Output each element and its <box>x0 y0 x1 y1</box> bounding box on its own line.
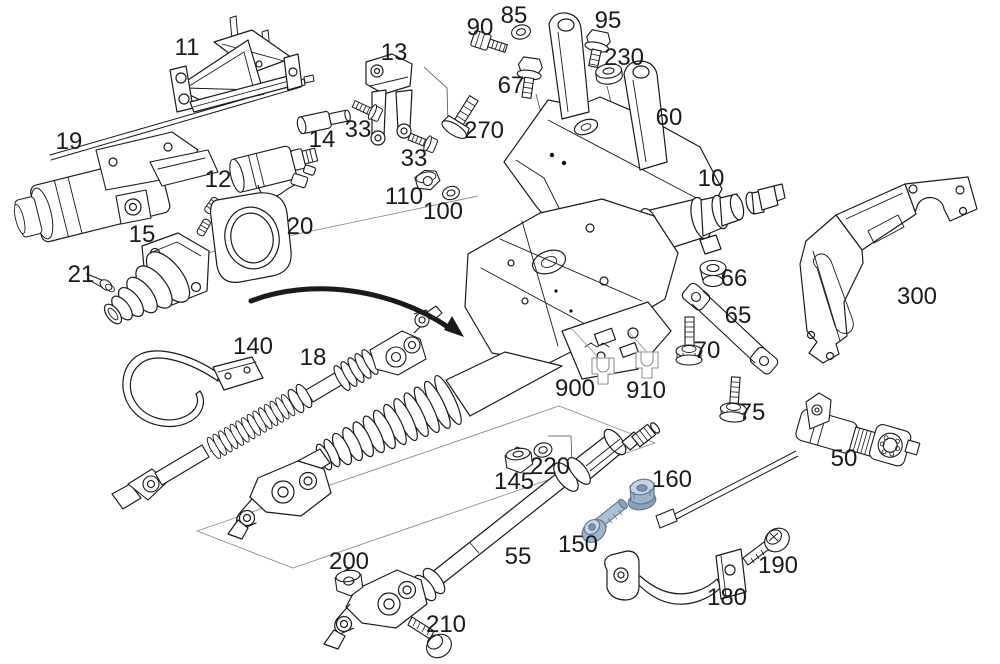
part-160-nut-highlighted <box>627 478 657 511</box>
part-label-160-highlighted[interactable]: 160 <box>652 466 692 493</box>
part-label-15[interactable]: 15 <box>129 221 156 248</box>
part-label-18[interactable]: 18 <box>300 344 327 371</box>
part-label-11[interactable]: 11 <box>175 34 200 61</box>
part-95-bolt <box>584 29 611 69</box>
part-145-nut <box>504 446 534 474</box>
part-label-66[interactable]: 66 <box>721 265 748 292</box>
part-910-clip <box>626 329 659 379</box>
part-18-intermediate-shaft <box>111 305 443 510</box>
part-33-screw-upper <box>351 99 384 122</box>
part-19-motor <box>13 74 315 243</box>
part-label-70[interactable]: 70 <box>694 337 721 364</box>
part-13-bracket <box>365 53 413 146</box>
part-140-hook <box>122 350 264 428</box>
part-100-washer <box>442 185 460 201</box>
part-label-180[interactable]: 180 <box>707 584 747 611</box>
part-label-50[interactable]: 50 <box>831 445 858 472</box>
part-label-220[interactable]: 220 <box>530 453 570 480</box>
part-label-200[interactable]: 200 <box>329 548 369 575</box>
part-200-nut <box>334 568 364 597</box>
part-label-67[interactable]: 67 <box>498 72 525 99</box>
part-67-bolt <box>516 56 543 99</box>
part-label-12[interactable]: 12 <box>205 166 232 193</box>
part-label-140[interactable]: 140 <box>233 333 273 360</box>
part-label-110[interactable]: 110 <box>385 183 423 210</box>
part-11-bracket <box>169 15 303 113</box>
part-110-nut <box>414 169 441 191</box>
part-20-seal-ring <box>196 192 292 284</box>
part-33-screw-lower <box>407 132 439 153</box>
part-label-90[interactable]: 90 <box>467 14 494 41</box>
part-label-33[interactable]: 33 <box>345 116 372 143</box>
part-label-19[interactable]: 19 <box>56 128 83 155</box>
part-180-bracket <box>604 548 747 605</box>
part-label-55[interactable]: 55 <box>505 543 532 570</box>
part-75-bolt <box>719 376 747 423</box>
part-label-65[interactable]: 65 <box>725 302 752 329</box>
part-label-21[interactable]: 21 <box>68 261 95 288</box>
part-270-bolt <box>441 94 479 139</box>
part-65-link <box>681 282 779 375</box>
part-150-bolt-highlighted <box>581 498 628 543</box>
part-210-bolt <box>407 616 452 659</box>
part-label-10[interactable]: 10 <box>698 165 725 192</box>
part-66-grommet <box>699 259 727 288</box>
part-230-washer <box>595 63 623 85</box>
part-300-bracket <box>799 176 978 364</box>
part-label-300[interactable]: 300 <box>897 283 937 310</box>
part-label-95[interactable]: 95 <box>595 7 622 34</box>
part-label-145[interactable]: 145 <box>494 468 534 495</box>
part-60-bracket <box>503 12 723 238</box>
part-label-13[interactable]: 13 <box>381 39 408 66</box>
part-900-clip <box>569 326 615 385</box>
part-190-bolt <box>742 527 790 566</box>
part-label-75[interactable]: 75 <box>739 399 766 426</box>
part-label-900[interactable]: 900 <box>555 375 595 402</box>
part-label-210[interactable]: 210 <box>426 611 466 638</box>
part-label-270[interactable]: 270 <box>464 117 504 144</box>
part-14-sleeve <box>296 109 351 135</box>
part-label-150-highlighted[interactable]: 150 <box>558 531 598 558</box>
part-label-85[interactable]: 85 <box>501 2 528 29</box>
part-label-14[interactable]: 14 <box>309 126 336 153</box>
part-55-lower-shaft <box>323 422 660 650</box>
part-label-60[interactable]: 60 <box>656 104 683 131</box>
part-90-screw <box>470 30 509 54</box>
part-70-bolt <box>675 316 703 366</box>
direction-arrow <box>248 286 464 337</box>
part-10-column-assembly <box>227 183 786 540</box>
part-label-100[interactable]: 100 <box>423 198 463 225</box>
part-label-230[interactable]: 230 <box>604 44 644 71</box>
part-12-solenoid <box>229 145 319 198</box>
part-label-190[interactable]: 190 <box>758 552 798 579</box>
part-220-washer <box>533 442 553 458</box>
part-label-910[interactable]: 910 <box>626 377 666 404</box>
part-50-steering-lock <box>655 392 921 529</box>
part-15-boot <box>103 232 210 325</box>
part-85-washer <box>511 24 531 40</box>
part-label-20[interactable]: 20 <box>287 213 314 240</box>
part-label-33[interactable]: 33 <box>401 145 428 172</box>
part-21-pin <box>86 273 115 293</box>
